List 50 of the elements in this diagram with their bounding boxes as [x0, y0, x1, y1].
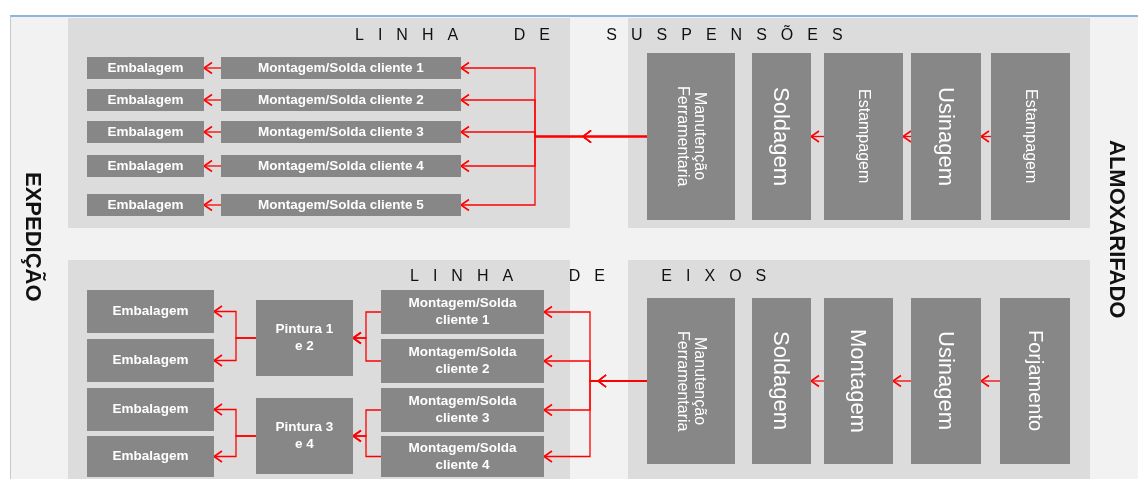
arrow: [352, 331, 382, 362]
arrow: [213, 435, 257, 463]
process-box: Montagem/Solda cliente 5: [221, 194, 461, 216]
process-box: Montagem/Solda cliente 1: [221, 57, 461, 79]
process-box: Pintura 1 e 2: [256, 300, 353, 376]
process-box: Pintura 3 e 4: [256, 398, 353, 474]
process-box: Montagem/Solda cliente 1: [381, 290, 544, 334]
process-box: Estampagem: [824, 53, 903, 220]
section-title: LINHA DE SUSPENSÕES: [355, 27, 857, 43]
process-box: Usinagem: [911, 53, 981, 220]
arrow: [460, 129, 648, 212]
process-box: Embalagem: [87, 339, 214, 382]
area-label: ALMOXARIFADO: [1106, 140, 1128, 319]
area-label: EXPEDIÇÃO: [22, 172, 44, 302]
arrow: [203, 198, 222, 212]
arrow: [203, 93, 222, 107]
arrow: [810, 374, 825, 388]
process-box: Embalagem: [87, 436, 214, 477]
process-box: Embalagem: [87, 194, 204, 216]
process-box: Manutenção Ferramentaria: [647, 53, 735, 220]
process-box: Montagem/Solda cliente 4: [221, 155, 461, 177]
process-box: Embalagem: [87, 290, 214, 333]
process-box: Soldagem: [752, 298, 811, 464]
process-box: Forjamento: [1000, 298, 1070, 464]
arrow: [980, 374, 1001, 388]
section-title: LINHA DE EIXOS: [410, 268, 781, 284]
arrow: [352, 429, 382, 458]
process-box: Embalagem: [87, 121, 204, 143]
arrow: [203, 61, 222, 75]
process-box: Usinagem: [911, 298, 981, 464]
process-box: Embalagem: [87, 57, 204, 79]
arrow: [980, 130, 992, 143]
arrow: [203, 159, 222, 173]
process-box: Manutenção Ferramentaria: [647, 298, 735, 464]
process-box: Montagem: [824, 298, 893, 464]
process-box: Embalagem: [87, 388, 214, 431]
arrow: [213, 337, 257, 367]
process-box: Montagem/Solda cliente 3: [381, 388, 544, 432]
process-box: Embalagem: [87, 89, 204, 111]
arrow: [810, 130, 825, 143]
process-box: Soldagem: [752, 53, 811, 220]
arrow: [203, 125, 222, 139]
process-box: Montagem/Solda cliente 4: [381, 436, 544, 477]
arrow: [892, 374, 912, 388]
process-box: Montagem/Solda cliente 3: [221, 121, 461, 143]
process-box: Embalagem: [87, 155, 204, 177]
process-box: Estampagem: [991, 53, 1070, 220]
process-box: Montagem/Solda cliente 2: [381, 339, 544, 383]
arrow: [902, 130, 912, 143]
process-box: Montagem/Solda cliente 2: [221, 89, 461, 111]
